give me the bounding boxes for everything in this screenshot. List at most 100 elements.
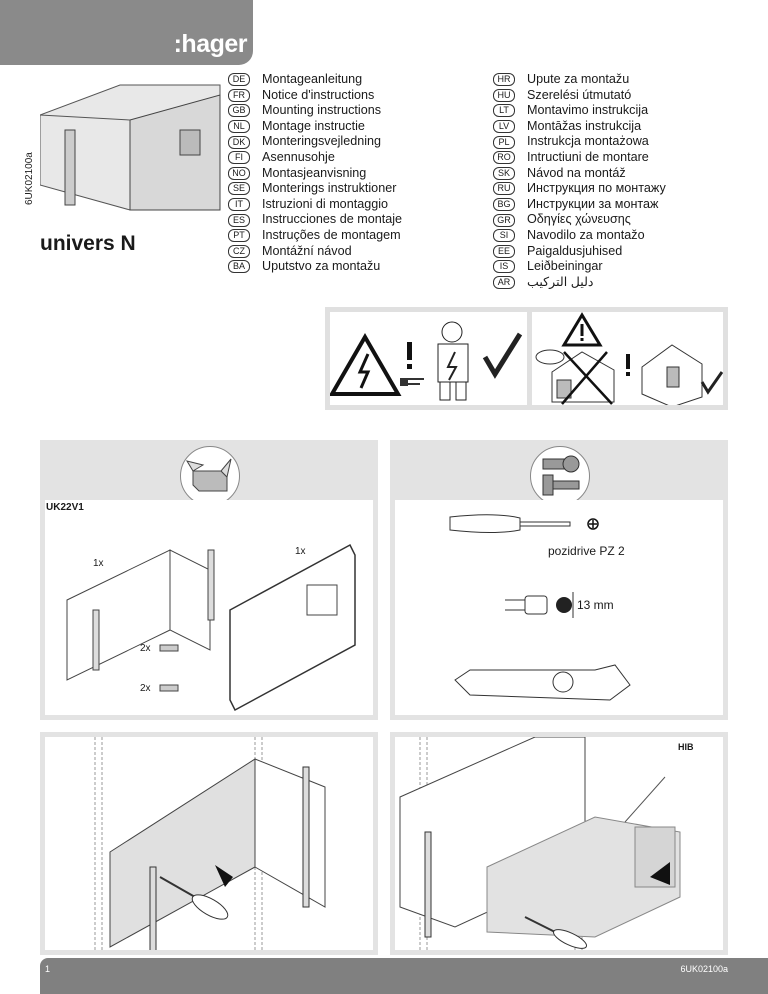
- language-label: Montāžas instrukcija: [527, 118, 642, 133]
- language-item: SE Monterings instruktioner: [228, 181, 402, 197]
- language-item: DE Montageanleitung: [228, 72, 402, 88]
- checkmark-icon: [700, 371, 724, 395]
- tools-panel: pozidrive PZ 2 13 mm: [390, 440, 728, 720]
- language-label: Paigaldusjuhised: [527, 243, 623, 258]
- language-code-badge: IS: [493, 260, 515, 274]
- language-label: Instrukcja montażowa: [527, 134, 649, 149]
- language-label: Montavimo instrukcija: [527, 103, 649, 118]
- safety-warning-panel: [325, 307, 728, 410]
- checkmark-icon: [482, 332, 523, 379]
- language-code-badge: PT: [228, 229, 250, 243]
- language-item: GR Οδηγίες χώνευσης: [493, 212, 666, 228]
- language-code-badge: EE: [493, 244, 515, 258]
- language-label: دليل التركيب: [527, 274, 594, 289]
- language-code-badge: GR: [493, 213, 515, 227]
- language-label: Notice d'instructions: [262, 87, 375, 102]
- language-item: FI Asennusohje: [228, 150, 402, 166]
- open-box-icon: [180, 446, 240, 506]
- tools-illustration: [449, 514, 631, 701]
- exclamation-icon: [407, 342, 412, 369]
- product-enclosure-illustration: [40, 84, 221, 211]
- language-code-badge: NL: [228, 120, 250, 134]
- panel-quantity: 1x: [93, 558, 104, 569]
- language-item: PT Instruções de montagem: [228, 228, 402, 244]
- language-code-badge: LT: [493, 104, 515, 118]
- hager-logo: :hager: [173, 30, 248, 58]
- language-label: Upute za montažu: [527, 72, 630, 86]
- language-item: PL Instrukcja montażowa: [493, 134, 666, 150]
- exclamation-icon: [626, 354, 630, 376]
- language-code-badge: PL: [493, 135, 515, 149]
- pointing-hand-icon: [400, 378, 424, 386]
- step-1-illustration: [45, 737, 373, 950]
- step-2-panel: HIB: [390, 732, 728, 955]
- language-item: NL Montage instructie: [228, 119, 402, 135]
- screwdriver-label: pozidrive PZ 2: [548, 544, 625, 558]
- language-label: Instruções de montagem: [262, 227, 401, 242]
- language-code-badge: IT: [228, 198, 250, 212]
- warning-triangle-icon: [561, 312, 603, 347]
- direction-arrow-icon: [650, 862, 670, 885]
- step-1-panel: [40, 732, 378, 955]
- header-band: :hager: [0, 0, 253, 65]
- language-item: NO Montasjeanvisning: [228, 166, 402, 182]
- screwdriver-icon: [524, 916, 588, 949]
- tools-icon: [530, 446, 590, 506]
- language-label: Οδηγίες χώνευσης: [527, 212, 631, 227]
- language-label: Montageanleitung: [262, 72, 363, 86]
- language-label: Montage instructie: [262, 118, 365, 133]
- utility-knife-icon: [454, 664, 631, 701]
- language-item: ES Instrucciones de montaje: [228, 212, 402, 228]
- hib-label: HIB: [678, 742, 694, 752]
- language-label: Asennusohje: [262, 149, 335, 164]
- language-label: Intructiuni de montare: [527, 149, 649, 164]
- electrician-icon: [437, 321, 469, 401]
- package-contents-panel: UK22V1 1x 1x 2x 2x: [40, 440, 378, 720]
- language-code-badge: LV: [493, 120, 515, 134]
- language-label: Monteringsvejledning: [262, 134, 382, 149]
- language-code-badge: FI: [228, 151, 250, 165]
- language-item: HR Upute za montažu: [493, 72, 666, 88]
- language-item: LV Montāžas instrukcija: [493, 119, 666, 135]
- language-label: Montasjeanvisning: [262, 165, 367, 180]
- language-label: Instrucciones de montaje: [262, 212, 403, 227]
- indoor-install-warning: [532, 312, 724, 408]
- doc-code-vertical: 6UK02100a: [24, 152, 35, 205]
- language-code-badge: HR: [493, 73, 515, 87]
- language-code-badge: HU: [493, 88, 515, 102]
- language-code-badge: AR: [493, 276, 515, 290]
- language-label: Monterings instruktioner: [262, 181, 397, 196]
- direction-arrow-icon: [215, 865, 233, 887]
- language-code-badge: DE: [228, 73, 250, 87]
- language-code-badge: SE: [228, 182, 250, 196]
- language-item: CZ Montážní návod: [228, 244, 402, 260]
- electrician-warning: [328, 312, 527, 405]
- language-item: EE Paigaldusjuhised: [493, 244, 666, 260]
- language-code-badge: CZ: [228, 244, 250, 258]
- indoor-house-icon: [641, 344, 703, 408]
- step-2-illustration: [395, 737, 723, 950]
- product-reference: UK22V1: [46, 502, 84, 513]
- language-label: Инструкция по монтажу: [527, 181, 666, 196]
- page-number: 1: [45, 964, 51, 974]
- language-label: Инструкции за монтаж: [527, 196, 659, 211]
- language-code-badge: ES: [228, 213, 250, 227]
- language-label: Montážní návod: [262, 243, 352, 258]
- cover-quantity: 1x: [295, 546, 306, 557]
- language-item: AR دليل التركيب: [493, 275, 666, 291]
- language-code-badge: BA: [228, 260, 250, 274]
- language-code-badge: NO: [228, 166, 250, 180]
- language-code-badge: RU: [493, 182, 515, 196]
